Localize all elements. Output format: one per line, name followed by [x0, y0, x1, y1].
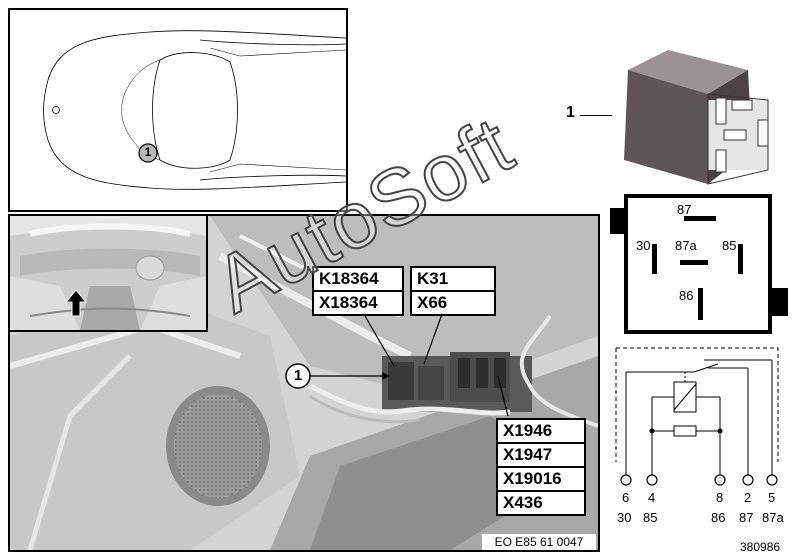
installation-photo-panel: 1 K18364 X18364 K31 X66 X1946 X1947 X190…: [8, 214, 600, 552]
image-number: 380986: [740, 540, 781, 554]
terminal-6: 6: [622, 490, 630, 505]
label-k18364: K18364: [312, 266, 404, 292]
terminal-87: 87: [739, 510, 754, 525]
relay-callout-number: 1: [566, 104, 575, 121]
pin-30-label: 30: [636, 238, 651, 253]
car-callout-number: 1: [144, 145, 152, 159]
label-x1946: X1946: [496, 418, 586, 444]
reference-code: EO E85 61 0047: [482, 534, 596, 550]
label-x18364: X18364: [312, 290, 404, 316]
photo-callout-circle: [285, 363, 311, 389]
label-k31: K31: [410, 266, 496, 292]
terminal-30: 30: [617, 510, 632, 525]
relay-leader-line: [580, 115, 612, 116]
terminal-4: 4: [648, 490, 656, 505]
pin-87-label: 87: [677, 202, 692, 217]
label-x1947: X1947: [496, 442, 586, 468]
up-arrow-icon: [64, 289, 88, 317]
terminal-86: 86: [711, 510, 726, 525]
relay-illustration: [624, 50, 769, 185]
car-outline: [43, 30, 347, 190]
interior-inset: [10, 216, 208, 332]
label-x436: X436: [496, 490, 586, 516]
car-top-view-panel: 1: [8, 8, 348, 212]
relay-pin-layout: [610, 194, 788, 334]
pin-85-label: 85: [722, 238, 737, 253]
terminal-85: 85: [643, 510, 658, 525]
pin-86-label: 86: [679, 288, 694, 303]
photo-callout-number: 1: [293, 367, 303, 384]
terminal-87a: 87a: [762, 510, 784, 525]
terminal-5: 5: [768, 490, 776, 505]
pin-87a-label: 87a: [675, 238, 697, 253]
label-x19016: X19016: [496, 466, 586, 492]
terminal-2: 2: [744, 490, 752, 505]
label-x66: X66: [410, 290, 496, 316]
relay-schematic: [615, 347, 779, 486]
car-callout-circle: [138, 143, 158, 163]
terminal-8: 8: [716, 490, 724, 505]
